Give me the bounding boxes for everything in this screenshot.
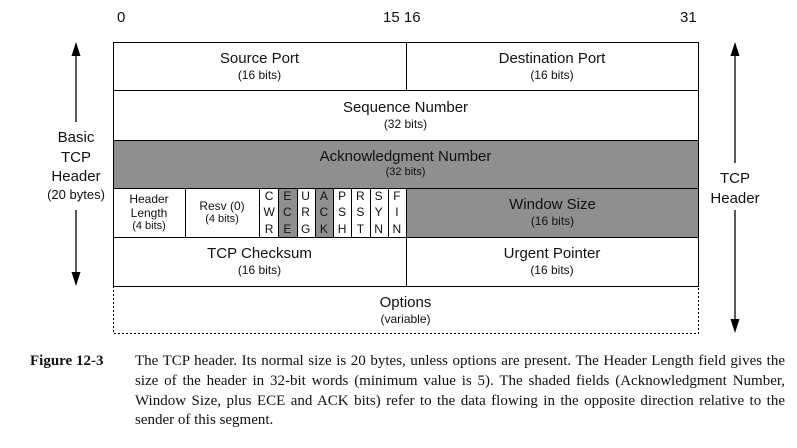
window-size-name: Window Size: [509, 196, 596, 214]
basic-label-line1: Basic: [57, 129, 95, 146]
tcp-label-line2: Header: [710, 189, 760, 207]
flag-letter: S: [338, 205, 347, 220]
tcp-checksum-size: (16 bits): [237, 263, 282, 278]
source-port-size: (16 bits): [237, 67, 282, 82]
tcp-header-label: TCP Header: [700, 169, 770, 208]
header-length-field: Header Length (4 bits): [113, 188, 185, 237]
header-length-line1: Header: [129, 191, 169, 206]
flag-letter: R: [356, 189, 365, 204]
window-shade: [407, 188, 698, 237]
flag-letter: N: [374, 221, 383, 236]
source-port-field: Source Port (16 bits): [113, 42, 406, 90]
flag-letter: T: [356, 221, 365, 236]
flag-letter: I: [395, 205, 399, 220]
basic-label-line2: TCP: [61, 148, 91, 166]
figure-caption-text: The TCP header. Its normal size is 20 by…: [135, 353, 785, 429]
flag-letter: C: [264, 189, 274, 204]
acknowledgment-number-field: Acknowledgment Number (32 bits): [113, 140, 698, 188]
grid-line: [314, 188, 316, 237]
flag-letter: F: [393, 189, 401, 204]
reserved-field: Resv (0) (4 bits): [185, 188, 259, 237]
acknowledgment-number-name: Acknowledgment Number: [319, 148, 492, 166]
flag-letter: R: [264, 221, 274, 236]
destination-port-field: Destination Port (16 bits): [406, 42, 698, 90]
sequence-number-name: Sequence Number: [342, 99, 469, 117]
flag-letter: R: [301, 205, 310, 220]
flag-letter: E: [283, 189, 292, 204]
options-size: (variable): [380, 311, 431, 326]
flag-letter: H: [337, 221, 347, 236]
bit-label-31: 31: [680, 9, 697, 26]
options-field: Options (variable): [113, 286, 698, 334]
grid-line: [387, 188, 389, 237]
grid-line: [278, 188, 280, 237]
flag-letter: K: [319, 221, 328, 236]
destination-port-size: (16 bits): [530, 67, 574, 82]
urgent-pointer-field: Urgent Pointer (16 bits): [406, 237, 698, 286]
reserved-size: (4 bits): [205, 213, 239, 226]
basic-label-line3: Header: [51, 168, 101, 185]
flag-letter: C: [283, 205, 292, 220]
grid-line: [185, 188, 186, 237]
source-port-name: Source Port: [219, 49, 300, 67]
grid-line: [351, 188, 353, 237]
flag-letter: W: [263, 205, 275, 220]
destination-port-name: Destination Port: [498, 49, 606, 67]
grid-line: [113, 90, 699, 91]
reserved-name: Resv (0): [199, 198, 245, 213]
window-size-field: Window Size (16 bits): [407, 188, 698, 237]
grid-line: [698, 42, 699, 287]
grid-line: [406, 42, 407, 90]
flag-letter: C: [319, 205, 329, 220]
flag-letter: G: [300, 221, 311, 236]
ack-shade: [113, 140, 698, 188]
flag-letter: A: [319, 189, 328, 204]
flag-letter: S: [374, 189, 383, 204]
grid-line: [333, 188, 334, 237]
grid-line: [259, 188, 260, 237]
header-length-size: (4 bits): [132, 220, 166, 233]
options-name: Options: [379, 293, 432, 311]
figure-label: Figure 12-3: [30, 353, 104, 369]
urgent-pointer-name: Urgent Pointer: [503, 245, 601, 263]
sequence-number-size: (32 bits): [383, 117, 428, 132]
flag-letter: Y: [374, 205, 383, 220]
flag-letter: N: [392, 221, 402, 236]
flag-letter: U: [301, 189, 310, 204]
basic-tcp-header-label: Basic TCP Header (20 bytes): [36, 128, 116, 203]
bit-label-15-16: 15 16: [383, 9, 421, 26]
window-size-size: (16 bits): [530, 214, 575, 229]
header-length-line2: Length: [130, 205, 168, 220]
grid-line: [113, 42, 114, 287]
tcp-checksum-field: TCP Checksum (16 bits): [113, 237, 406, 286]
grid-line: [406, 188, 407, 286]
grid-line: [113, 140, 699, 141]
grid-line: [113, 286, 699, 287]
urgent-pointer-size: (16 bits): [530, 263, 574, 278]
grid-line: [369, 188, 371, 237]
tcp-checksum-name: TCP Checksum: [207, 245, 312, 263]
tcp-label-line1: TCP: [720, 170, 750, 187]
flag-letter: P: [338, 189, 347, 204]
flag-letter: E: [283, 221, 292, 236]
acknowledgment-number-size: (32 bits): [385, 166, 426, 179]
sequence-number-field: Sequence Number (32 bits): [113, 91, 698, 140]
flag-letter: S: [356, 205, 365, 220]
grid-line: [296, 188, 298, 237]
bit-label-0: 0: [117, 9, 126, 26]
basic-label-line4: (20 bytes): [47, 186, 105, 202]
